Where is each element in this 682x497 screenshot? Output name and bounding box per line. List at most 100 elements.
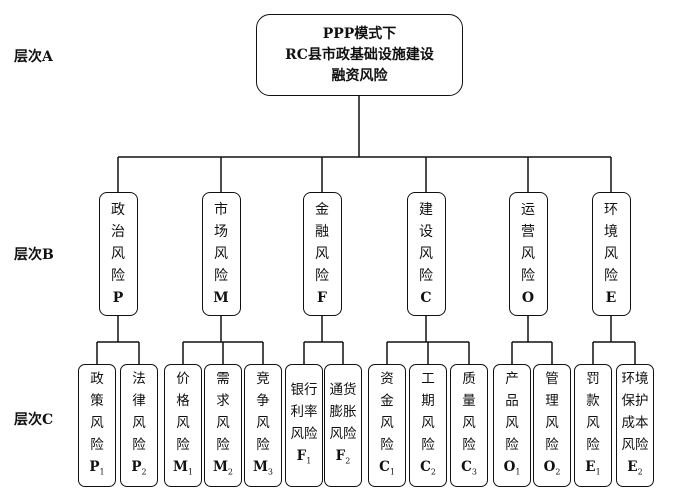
level-b-node-code: O: [521, 290, 535, 306]
level-c-node-line: 风: [256, 414, 270, 431]
level-b-node-code: E: [605, 290, 617, 306]
level-c-node-code-sub: 1: [99, 467, 105, 477]
level-c-node-code-sub: 2: [637, 467, 643, 477]
level-c-node-line: 险: [90, 436, 104, 453]
level-c-node-line: 理: [545, 392, 559, 409]
level-b-node-char: 险: [419, 268, 433, 284]
level-c-node-code-sub: 2: [141, 467, 147, 477]
level-c-node-line: 策: [90, 392, 104, 409]
level-c-node-code-letter: F: [335, 447, 346, 464]
level-b-node-char: 治: [111, 224, 125, 240]
level-b-node-char: 险: [315, 268, 329, 284]
level-c-node-code-sub: 1: [515, 467, 521, 477]
level-c-node-line: 风险: [621, 436, 649, 453]
root-line: RC县市政基础设施建设: [285, 46, 434, 63]
level-c-node-code: F1: [297, 445, 312, 473]
level-c-node-line: 求: [216, 392, 230, 409]
level-c-node-line: 风: [176, 414, 190, 431]
level-c-node-code-sub: 2: [345, 456, 351, 466]
level-c-node-line: 风: [421, 414, 435, 431]
level-c-node-code-sub: 1: [306, 456, 312, 466]
level-c-node-code-letter: M: [212, 458, 228, 475]
level-c-node-code-letter: O: [543, 458, 556, 475]
level-c-node-code-letter: C: [379, 458, 390, 475]
level-c-node-code: M2: [213, 456, 233, 484]
level-b-node-char: 运: [521, 202, 535, 218]
level-c-node-line: 风: [132, 414, 146, 431]
level-c-node-code-sub: 2: [430, 467, 436, 477]
level-c-node-line: 成本: [621, 414, 649, 431]
level-b-node-char: 风: [604, 246, 618, 262]
level-c-node-code: F2: [336, 445, 351, 473]
level-c-node-code-sub: 2: [227, 467, 234, 477]
level-b-node-char: 市: [214, 202, 228, 218]
level-c-node-line: 竞: [256, 370, 270, 387]
root-line: PPP模式下: [322, 25, 397, 42]
level-b-node-char: 营: [521, 224, 535, 240]
level-b-node-char: 境: [604, 224, 618, 240]
level-b-node-code: C: [420, 290, 432, 306]
level-a-label: 层次A: [14, 49, 53, 65]
level-c-node-line: 风: [586, 414, 600, 431]
level-c-node-code: P1: [89, 456, 104, 484]
level-c-node-code-letter: M: [172, 458, 188, 475]
level-c-node-line: 罚: [586, 370, 600, 387]
level-c-node-code-letter: C: [461, 458, 472, 475]
level-c-node-code-letter: E: [627, 458, 638, 475]
level-b-node-char: 环: [604, 202, 618, 218]
level-c-node-line: 风: [216, 414, 230, 431]
level-c-node-code: M3: [253, 456, 273, 484]
level-c-node-line: 险: [132, 436, 146, 453]
level-c-node-line: 法: [132, 370, 146, 387]
level-c-node-line: 资: [380, 370, 394, 387]
level-b-node-char: 险: [604, 268, 618, 284]
level-b-node-char: 风: [315, 246, 329, 262]
level-c-node-line: 风: [90, 414, 104, 431]
level-c-node-line: 环境: [621, 370, 649, 387]
level-c-node-code: O1: [504, 456, 521, 484]
level-c-node-code: P2: [131, 456, 146, 484]
level-c-node-line: 律: [132, 392, 146, 409]
root-node: PPP模式下 RC县市政基础设施建设 融资风险: [256, 14, 463, 96]
level-c-node-line: 银行: [290, 381, 318, 398]
level-c-node-code: E1: [585, 456, 600, 484]
level-c-node-line: 格: [176, 392, 190, 409]
level-c-node-line: 风险: [329, 425, 357, 442]
level-c-node-code: O2: [544, 456, 561, 484]
level-c-node-line: 膨胀: [329, 403, 357, 420]
level-b-node-char: 风: [111, 246, 125, 262]
level-b-node-char: 建: [419, 202, 433, 218]
level-c-node-line: 险: [586, 436, 600, 453]
level-b-node-char: 设: [419, 224, 433, 240]
level-c-node-line: 险: [421, 436, 435, 453]
level-c-node-code-sub: 1: [595, 467, 601, 477]
level-b-node-char: 融: [315, 224, 329, 240]
level-c-node-line: 通货: [329, 381, 357, 398]
level-c-node-code-letter: F: [296, 447, 307, 464]
level-c-node-line: 期: [421, 392, 435, 409]
level-c-node-line: 需: [216, 370, 230, 387]
level-c-node-line: 质: [462, 370, 476, 387]
level-c-node: 法律风险 P2: [120, 364, 158, 487]
level-c-node-line: 险: [505, 436, 519, 453]
level-b-node-char: 风: [214, 246, 228, 262]
level-c-node-line: 争: [256, 392, 270, 409]
level-c-label: 层次C: [14, 412, 54, 428]
level-c-node-line: 风险: [290, 425, 318, 442]
level-c-node-code-letter: O: [503, 458, 516, 475]
